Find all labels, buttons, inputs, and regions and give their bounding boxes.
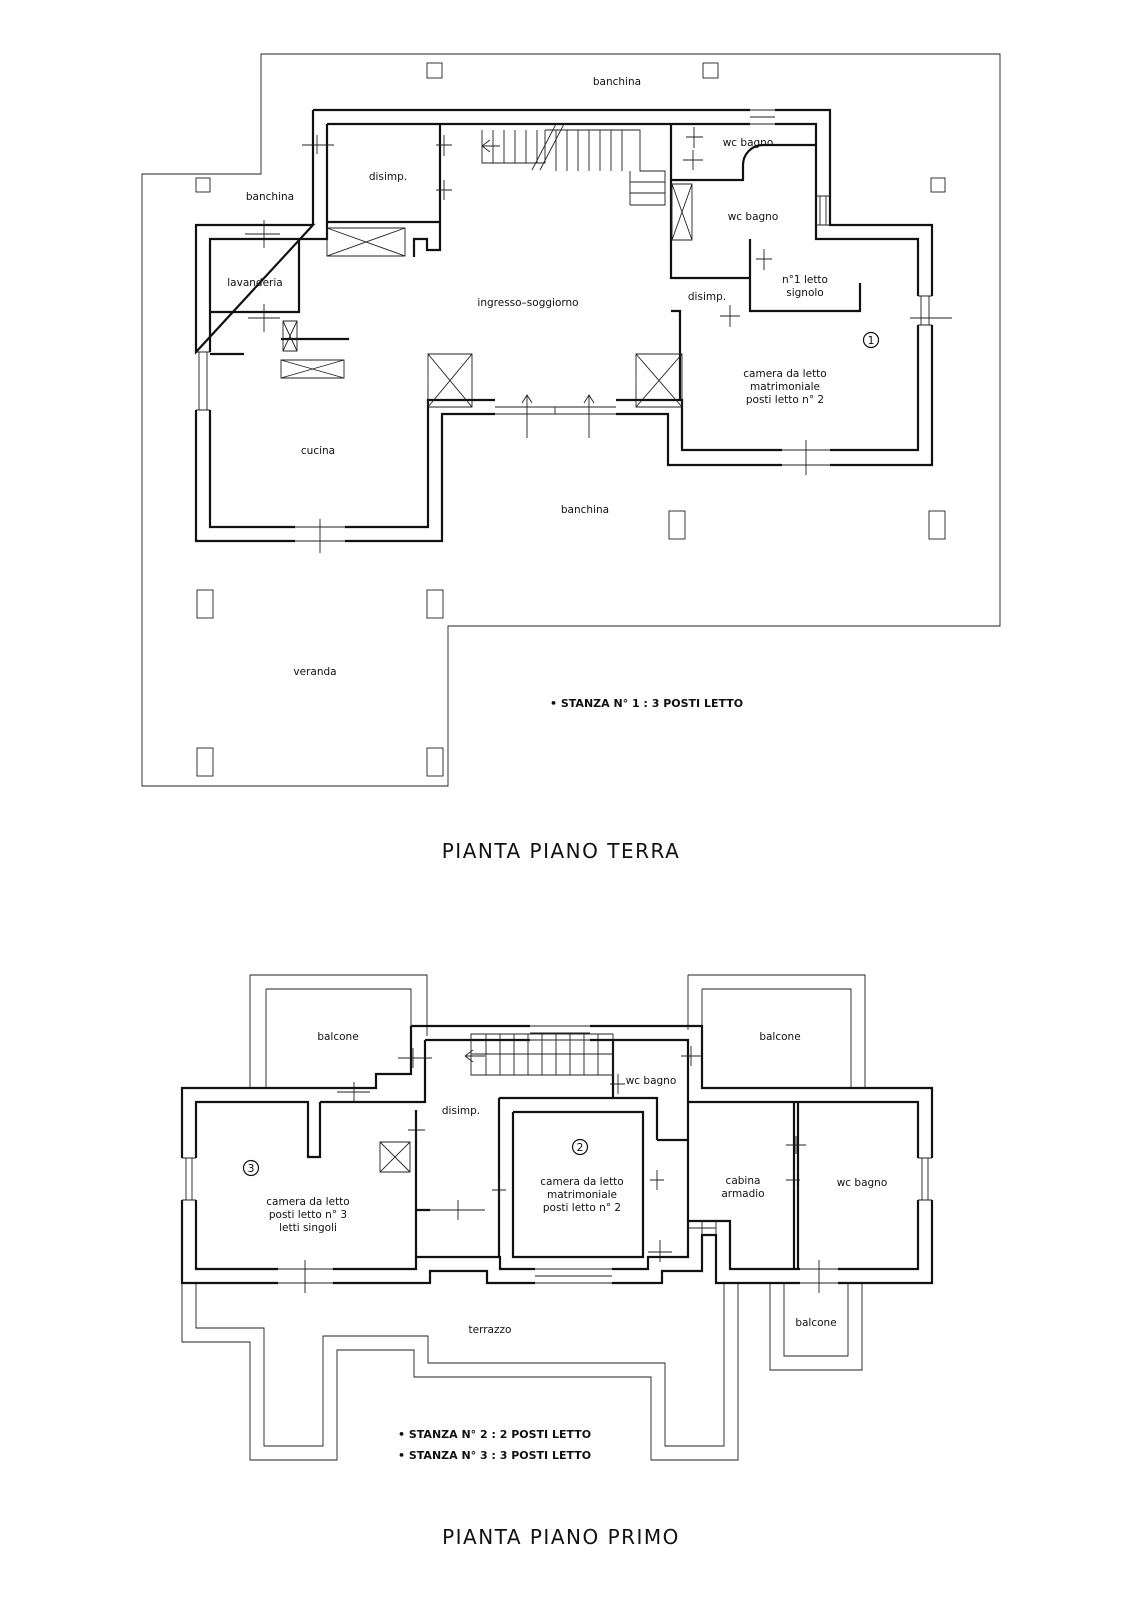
label-ingresso-soggiorno: ingresso–soggiorno — [477, 297, 578, 309]
label-balcone-small: balcone — [795, 1317, 836, 1329]
label-cam2-line1: camera da letto — [540, 1176, 623, 1188]
column — [426, 747, 444, 777]
column — [426, 589, 444, 619]
label-balcone-right: balcone — [759, 1031, 800, 1043]
label-cam3-line1: camera da letto — [266, 1196, 349, 1208]
label-wc-bagno-right: wc bagno — [837, 1177, 888, 1189]
first-floor-note-2: • STANZA N° 3 : 3 POSTI LETTO — [398, 1449, 591, 1462]
label-banchina-left: banchina — [246, 191, 294, 203]
room-number-2: 2 — [577, 1141, 584, 1154]
column — [928, 510, 946, 540]
label-camera-line3: posti letto n° 2 — [746, 394, 824, 406]
label-camera-line1: camera da letto — [743, 368, 826, 380]
room-number-marker — [862, 331, 880, 349]
column — [702, 62, 719, 79]
label-wc-bagno-1: wc bagno — [723, 137, 774, 149]
label-cam2-line2: matrimoniale — [547, 1189, 617, 1201]
ground-floor-plan: banchina banchina disimp. wc bagno wc ba… — [141, 53, 1001, 863]
first-floor-plan: balcone balcone wc bagno disimp. 3 2 cam… — [180, 974, 934, 1549]
label-cam3-line2: posti letto n° 3 — [269, 1209, 347, 1221]
column — [195, 177, 211, 193]
ground-floor-title: PIANTA PIANO TERRA — [442, 839, 681, 863]
site-outline — [141, 53, 1001, 787]
label-veranda: veranda — [293, 666, 336, 678]
room-number-3: 3 — [248, 1162, 255, 1175]
ground-floor-note: • STANZA N° 1 : 3 POSTI LETTO — [550, 697, 743, 710]
label-cam3-line3: letti singoli — [279, 1222, 337, 1234]
column — [930, 177, 946, 193]
label-lavanderia: lavanderia — [227, 277, 282, 289]
label-wc-bagno-2: wc bagno — [728, 211, 779, 223]
label-camera-line2: matrimoniale — [750, 381, 820, 393]
label-cabina-line1: cabina — [726, 1175, 761, 1187]
label-cucina: cucina — [301, 445, 335, 457]
room-number-1: 1 — [868, 334, 875, 347]
first-floor-title: PIANTA PIANO PRIMO — [442, 1525, 680, 1549]
label-cam2-line3: posti letto n° 2 — [543, 1202, 621, 1214]
room-number-marker — [242, 1159, 260, 1177]
label-banchina-top: banchina — [593, 76, 641, 88]
column — [196, 747, 214, 777]
column — [196, 589, 214, 619]
label-letto-singolo-line2: signolo — [786, 287, 823, 299]
column — [668, 510, 686, 540]
label-cabina-line2: armadio — [721, 1188, 764, 1200]
first-floor-note-1: • STANZA N° 2 : 2 POSTI LETTO — [398, 1428, 591, 1441]
label-disimp-right: disimp. — [688, 291, 726, 303]
label-balcone-left: balcone — [317, 1031, 358, 1043]
label-letto-singolo-line1: n°1 letto — [782, 274, 828, 286]
column — [426, 62, 443, 79]
label-disimp-top: disimp. — [369, 171, 407, 183]
label-disimp: disimp. — [442, 1105, 480, 1117]
label-wc-bagno-top: wc bagno — [626, 1075, 677, 1087]
room-number-marker — [571, 1138, 589, 1156]
label-terrazzo: terrazzo — [469, 1324, 512, 1336]
label-banchina-bottom: banchina — [561, 504, 609, 516]
